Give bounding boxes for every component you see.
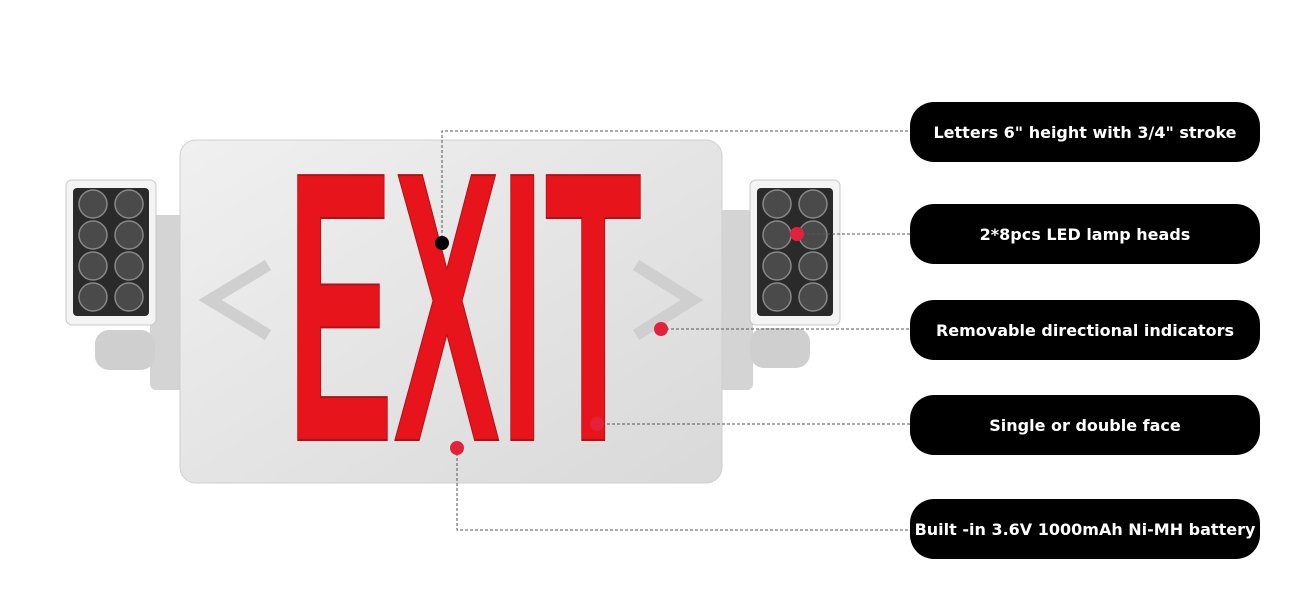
callout-dot-face <box>590 417 604 431</box>
sign-housing <box>179 139 723 484</box>
callout-label: Built -in 3.6V 1000mAh Ni-MH battery <box>914 519 1256 539</box>
leader-line-5 <box>456 448 910 531</box>
callout-letters: Letters 6" height with 3/4" stroke <box>910 102 1260 162</box>
callout-label: Letters 6" height with 3/4" stroke <box>933 122 1237 142</box>
callout-label: 2*8pcs LED lamp heads <box>979 224 1191 244</box>
led-icon <box>798 189 828 219</box>
led-icon <box>762 220 792 250</box>
callout-dot-lamp <box>790 227 804 241</box>
right-chevron-indicator <box>632 259 704 341</box>
led-icon <box>114 282 144 312</box>
right-lamp-mount <box>718 210 810 390</box>
led-icon <box>114 251 144 281</box>
left-led-lamp-head <box>65 179 157 326</box>
led-icon <box>762 189 792 219</box>
led-icon <box>114 189 144 219</box>
callout-battery: Built -in 3.6V 1000mAh Ni-MH battery <box>910 499 1260 559</box>
led-icon <box>78 220 108 250</box>
callout-face: Single or double face <box>910 395 1260 455</box>
exit-letters: EXIT <box>287 91 642 522</box>
led-icon <box>78 282 108 312</box>
right-led-lamp-head <box>749 179 841 326</box>
callout-lamp-heads: 2*8pcs LED lamp heads <box>910 204 1260 264</box>
led-icon <box>798 251 828 281</box>
led-icon <box>78 251 108 281</box>
callout-dot-indicator <box>654 322 668 336</box>
callout-label: Single or double face <box>989 415 1181 435</box>
callout-dot-letters <box>435 236 449 250</box>
left-lamp-mount <box>95 215 185 390</box>
callout-indicators: Removable directional indicators <box>910 300 1260 360</box>
left-chevron-indicator <box>198 259 272 341</box>
led-icon <box>114 220 144 250</box>
led-icon <box>762 251 792 281</box>
leader-line-1 <box>441 130 910 243</box>
callout-dot-battery <box>450 441 464 455</box>
led-icon <box>762 282 792 312</box>
callout-label: Removable directional indicators <box>935 320 1235 340</box>
led-icon <box>798 282 828 312</box>
led-icon <box>78 189 108 219</box>
